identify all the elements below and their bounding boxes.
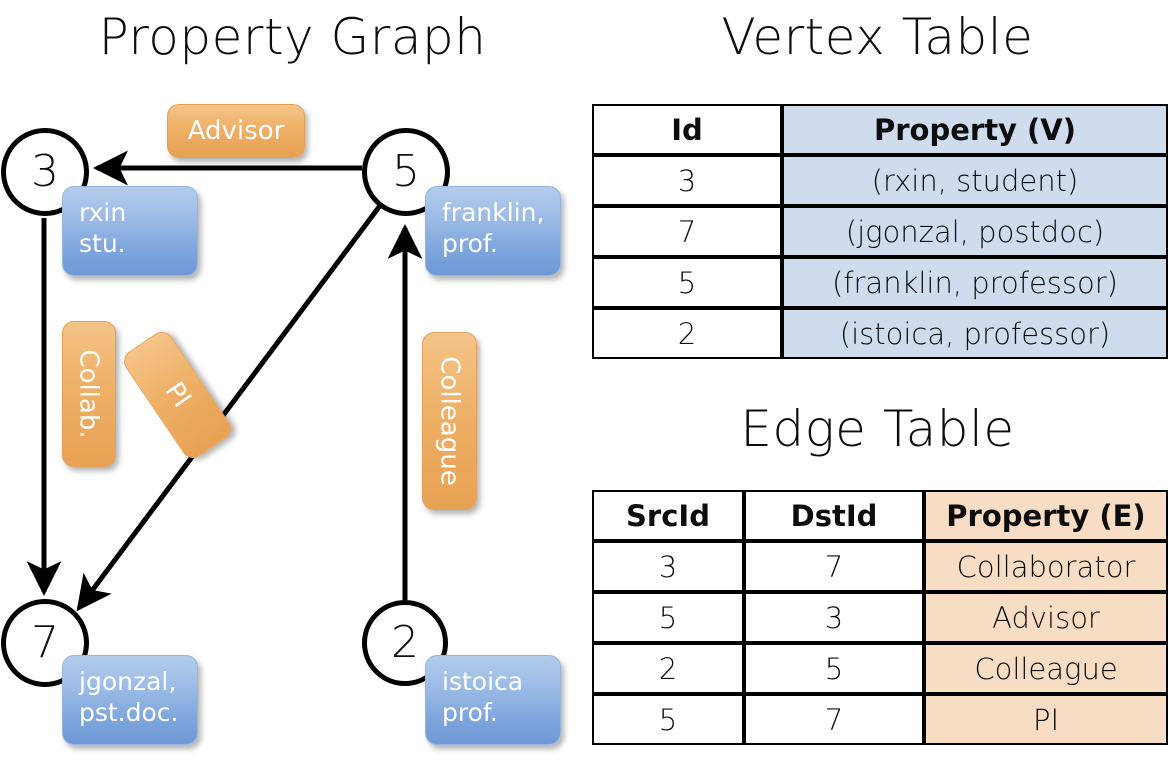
edge-cell-dstid: 3 xyxy=(744,592,924,643)
edge-label-collab-text: Collab. xyxy=(74,349,104,439)
vertex-cell-property: (franklin, professor) xyxy=(782,257,1168,308)
node-property-line-1: istoica xyxy=(442,667,524,696)
vertex-cell-id: 2 xyxy=(592,308,782,359)
edge-col-header-dstid: DstId xyxy=(744,490,924,541)
table-row[interactable]: 5 7 PI xyxy=(592,694,1168,745)
table-row[interactable]: 3 (rxin, student) xyxy=(592,155,1168,206)
graph-edges-canvas xyxy=(26,150,423,612)
table-row[interactable]: 7 (jgonzal, postdoc) xyxy=(592,206,1168,257)
node-property-line-2: prof. xyxy=(442,698,498,728)
property-graph-panel: Property Graph 3 5 7 2 rxin stu. frankli… xyxy=(1,8,561,745)
node-property-line-2: stu. xyxy=(79,229,126,259)
table-row[interactable]: 2 (istoica, professor) xyxy=(592,308,1168,359)
edge-cell-srcid: 5 xyxy=(592,592,744,643)
node-property-line-2: prof. xyxy=(442,229,498,259)
edge-col-header-srcid: SrcId xyxy=(592,490,744,541)
edge-cell-property: Collaborator xyxy=(924,541,1168,592)
page-title-vertex-table: Vertex Table xyxy=(721,8,1034,66)
edge-cell-srcid: 5 xyxy=(592,694,744,745)
page-title-edge-table: Edge Table xyxy=(740,400,1015,458)
edge-col-header-property: Property (E) xyxy=(924,490,1168,541)
node-property-box-franklin[interactable]: franklin, prof. xyxy=(425,186,561,276)
page-title-property-graph: Property Graph xyxy=(98,8,487,66)
edge-cell-dstid: 7 xyxy=(744,541,924,592)
vertex-cell-property: (jgonzal, postdoc) xyxy=(782,206,1168,257)
edge-label-colleague[interactable]: Colleague xyxy=(422,332,477,510)
vertex-cell-property: (istoica, professor) xyxy=(782,308,1168,359)
vertex-table: Id Property (V) 3 (rxin, student) 7 (jgo… xyxy=(592,104,1168,359)
table-header-row: Id Property (V) xyxy=(592,104,1168,155)
edge-cell-property: Advisor xyxy=(924,592,1168,643)
edge-cell-srcid: 3 xyxy=(592,541,744,592)
edge-cell-dstid: 7 xyxy=(744,694,924,745)
vertex-cell-id: 5 xyxy=(592,257,782,308)
edge-cell-srcid: 2 xyxy=(592,643,744,694)
edge-label-collab[interactable]: Collab. xyxy=(62,321,116,467)
node-property-line-1: rxin xyxy=(79,198,127,227)
vertex-col-header-property: Property (V) xyxy=(782,104,1168,155)
vertex-cell-property: (rxin, student) xyxy=(782,155,1168,206)
node-property-line-1: franklin, xyxy=(442,198,545,227)
edge-cell-dstid: 5 xyxy=(744,643,924,694)
vertex-cell-id: 7 xyxy=(592,206,782,257)
table-row[interactable]: 2 5 Colleague xyxy=(592,643,1168,694)
edge-label-pi-text: PI xyxy=(158,376,197,414)
table-header-row: SrcId DstId Property (E) xyxy=(592,490,1168,541)
edge-5-to-7 xyxy=(76,201,385,612)
edge-cell-property: PI xyxy=(924,694,1168,745)
node-property-box-istoica[interactable]: istoica prof. xyxy=(425,655,561,745)
graph-node-7-label: 7 xyxy=(31,617,59,668)
edge-label-colleague-text: Colleague xyxy=(434,356,465,486)
graph-node-2-label: 2 xyxy=(391,617,419,668)
edge-cell-property: Colleague xyxy=(924,643,1168,694)
node-property-box-rxin[interactable]: rxin stu. xyxy=(62,186,198,276)
graph-node-5-label: 5 xyxy=(392,146,420,197)
edge-table: SrcId DstId Property (E) 3 7 Collaborato… xyxy=(592,490,1168,745)
table-row[interactable]: 5 (franklin, professor) xyxy=(592,257,1168,308)
vertex-cell-id: 3 xyxy=(592,155,782,206)
vertex-col-header-id: Id xyxy=(592,104,782,155)
edge-label-advisor[interactable]: Advisor xyxy=(167,104,305,158)
node-property-box-jgonzal[interactable]: jgonzal, pst.doc. xyxy=(62,655,198,745)
table-row[interactable]: 5 3 Advisor xyxy=(592,592,1168,643)
table-row[interactable]: 3 7 Collaborator xyxy=(592,541,1168,592)
node-property-line-2: pst.doc. xyxy=(79,698,179,728)
graph-node-3-label: 3 xyxy=(31,146,59,197)
edge-label-advisor-text: Advisor xyxy=(187,116,285,146)
node-property-line-1: jgonzal, xyxy=(79,667,177,696)
graph-node-2[interactable]: 2 xyxy=(362,600,448,686)
graph-node-5[interactable]: 5 xyxy=(362,128,450,216)
